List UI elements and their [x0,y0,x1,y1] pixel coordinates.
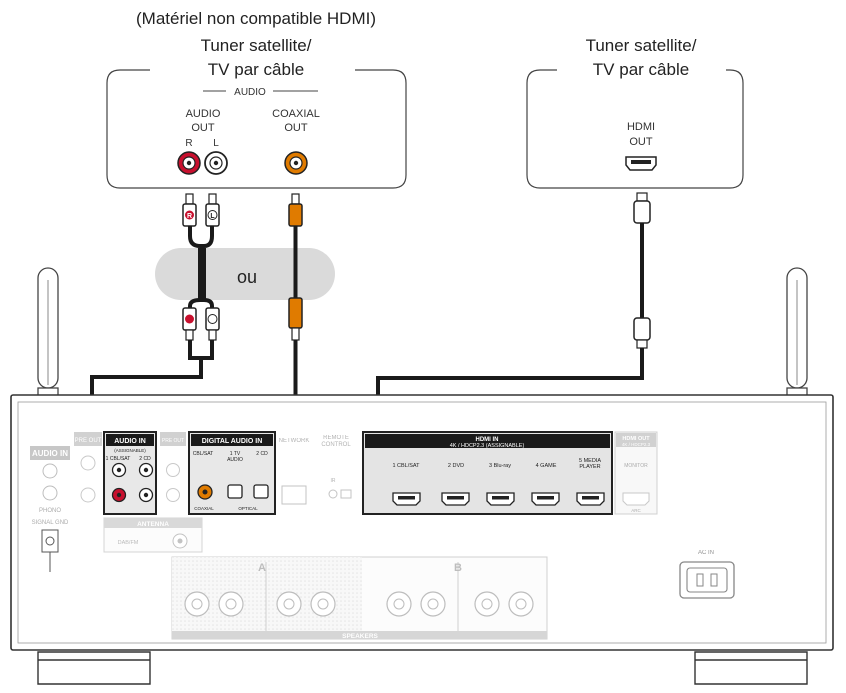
rca-jack-r-icon [177,151,201,175]
audio-in-assignable-section: AUDIO IN (ASSIGNABLE) 1 CBL/SAT 2 CD [103,431,157,515]
optical-in-1-icon [227,484,243,499]
ac-in-label: AC IN [698,550,714,556]
hdmi-in-section: HDMI IN 4K / HDCP2.3 (ASSIGNABLE) 1 CBL/… [362,431,613,515]
plug-r-letter: R [187,213,192,220]
ground-screw-icon [41,529,59,572]
remote-label-1: REMOTE [323,435,349,441]
signal-gnd-label: SIGNAL GND [32,520,69,526]
hdmi-input-5-label: 5 MEDIA [579,458,601,464]
audio-assignable-text: (ASSIGNABLE) [114,448,146,453]
hdmi-input-1-label: 1 CBL/SAT [392,463,420,469]
audio-in-label: AUDIO IN [32,449,68,458]
plug-l-letter: L [210,213,215,220]
dabfm-label: DAB/FM [118,540,139,546]
phono-label: PHONO [39,508,61,514]
pre-out-2-section: PRE OUT [160,432,186,502]
dig-tv-label-2: AUDIO [227,457,243,463]
rca-plug-l-upper-icon: L [205,193,220,227]
speaker-b-label: B [454,562,462,574]
r-label: R [185,138,192,149]
right-device-title-1: Tuner satellite/ [586,36,697,55]
speakers-section: A B SPEAKERS [171,556,548,640]
dig-tv-label-1: 1 TV [230,451,241,457]
arc-label: ARC [631,508,641,513]
audio-cd-label: 2 CD [139,456,151,462]
coaxial-jack-icon [284,151,308,175]
hdmi-in-subtitle: 4K / HDCP2.3 (ASSIGNABLE) [450,443,525,449]
non-hdmi-note: (Matériel non compatible HDMI) [136,9,376,28]
rca-plug-r-lower-icon [182,307,197,341]
audio-out-label-2: OUT [191,122,215,134]
audio-out-label-1: AUDIO [186,108,221,120]
left-device-box [106,69,407,189]
hdmi-in-port-1-icon [392,492,421,506]
hdmi-out-port-icon [625,156,657,171]
left-device-title-1: Tuner satellite/ [201,36,312,55]
hdmi-input-3-label: 3 Blu-ray [489,463,511,469]
hdmi-input-5-label-2: PLAYER [579,464,600,470]
hdmi-input-4-label: 4 GAME [536,463,557,469]
coaxial-plug-upper-icon [288,193,303,227]
hdmi-plug-upper-icon [633,192,651,224]
or-label: ou [237,267,257,287]
audio-assign-label: AUDIO IN [114,438,146,445]
hdmi-out-title: HDMI OUT [622,436,650,442]
right-device-box [526,69,744,189]
ac-in-section: AC IN [679,550,735,599]
audio-group-label: AUDIO [234,87,266,98]
hdmi-out-label-2: OUT [629,136,653,148]
network-section: NETWORK [279,438,310,505]
network-label: NETWORK [279,438,310,444]
remote-label-2: CONTROL [321,442,351,448]
optical-in-label: OPTICAL [238,506,258,511]
rca-plug-l-lower-icon [205,307,220,341]
hdmi-in-port-2-icon [441,492,470,506]
foot-right [694,651,808,685]
audio-in-phono-section: AUDIO IN PHONO SIGNAL GND [30,446,70,526]
antenna-section: ANTENNA DAB/FM [103,517,203,553]
rca-jack-l-icon [204,151,228,175]
monitor-label: MONITOR [624,463,648,469]
dig-cblsat-label: CBL/SAT [193,451,213,457]
antenna-label: ANTENNA [137,521,169,528]
l-label: L [213,138,219,149]
digital-audio-label: DIGITAL AUDIO IN [202,438,263,445]
hdmi-out-section: HDMI OUT 4K / HDCP2.3 MONITOR ARC [614,431,658,515]
hdmi-in-port-5-icon [576,492,605,506]
coaxial-out-label-2: OUT [284,122,308,134]
hdmi-input-2-label: 2 DVD [448,463,464,469]
hdmi-out-label-1: HDMI [627,121,655,133]
hdmi-in-port-3-icon [486,492,515,506]
pre-out-label: PRE OUT [75,438,102,444]
audio-cblsat-label: 1 CBL/SAT [106,456,131,462]
coaxial-plug-lower-icon [288,297,303,341]
optical-in-2-icon [253,484,269,499]
speakers-label: SPEAKERS [342,633,378,640]
left-device-title-2: TV par câble [208,60,304,79]
pre-out-section: PRE OUT [74,432,102,503]
hdmi-plug-lower-icon [633,317,651,349]
speaker-a-label: A [258,562,266,574]
pre-out-2-label: PRE OUT [162,438,184,444]
coaxial-out-label-1: COAXIAL [272,108,320,120]
remote-control-section: REMOTE CONTROL IR [321,435,352,499]
rca-cable-line [188,226,214,308]
hdmi-out-subtitle: 4K / HDCP2.3 [622,442,651,447]
digital-audio-in-section: DIGITAL AUDIO IN CBL/SAT 1 TV AUDIO 2 CD… [188,431,276,515]
remote-ir-label: IR [331,478,336,484]
coaxial-in-label: COAXIAL [194,506,214,511]
hdmi-in-port-4-icon [531,492,560,506]
foot-left [37,651,151,685]
right-device-title-2: TV par câble [593,60,689,79]
hdmi-in-title: HDMI IN [476,437,499,443]
dig-cd-label: 2 CD [256,451,268,457]
rca-plug-r-upper-icon: R [182,193,197,227]
